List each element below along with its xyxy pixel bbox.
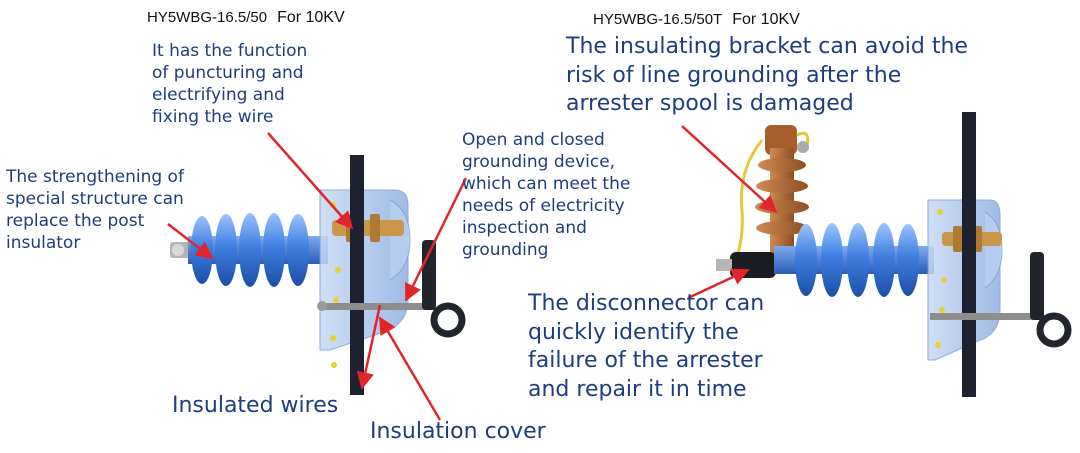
left-model-label: HY5WBG-16.5/50 xyxy=(147,9,268,26)
right-bracket-top xyxy=(765,125,797,155)
left-grounding-lever xyxy=(422,240,436,310)
annotation-insulating-bracket: The insulating bracket can avoid the ris… xyxy=(566,34,968,117)
annotation-insulation-cover: Insulation cover xyxy=(370,419,546,444)
arrow-strengthening xyxy=(167,223,214,260)
left-model-title: HY5WBG-16.5/50 For 10KV xyxy=(147,9,345,27)
left-insulated-wire xyxy=(350,155,364,395)
right-insulated-wire xyxy=(962,112,976,397)
arrow-grounding xyxy=(404,177,468,302)
left-grounding-ring xyxy=(430,302,466,338)
left-wire-clamp xyxy=(332,220,404,236)
right-grounding-rod xyxy=(930,313,1038,320)
left-arrester xyxy=(170,155,466,395)
annotation-disconnector: The disconnector can quickly identify th… xyxy=(528,291,765,402)
left-grounding-rod xyxy=(320,303,435,310)
annotation-insulated-wires: Insulated wires xyxy=(172,393,339,418)
right-insulator-sheds xyxy=(795,223,919,297)
right-model-title: HY5WBG-16.5/50T For 10KV xyxy=(593,11,800,29)
left-voltage-label: For 10KV xyxy=(277,9,345,26)
right-arrester xyxy=(716,112,1072,397)
arrow-insulation-cover xyxy=(378,316,442,421)
left-insulator-sheds xyxy=(191,213,309,287)
right-grounding-ring xyxy=(1036,312,1072,348)
annotation-strengthening: The strengthening of special structure c… xyxy=(6,167,184,254)
pointer-arrows xyxy=(167,125,778,421)
right-voltage-label: For 10KV xyxy=(732,11,800,28)
right-model-label: HY5WBG-16.5/50T xyxy=(593,11,723,28)
arrow-bracket xyxy=(681,125,778,214)
right-grounding-lever xyxy=(1030,252,1044,320)
arrow-puncture xyxy=(267,132,354,230)
arrow-insulated-wires xyxy=(356,304,382,390)
annotation-puncture: It has the function of puncturing and el… xyxy=(152,41,308,128)
annotation-grounding: Open and closed grounding device, which … xyxy=(462,130,631,261)
arrow-disconnector xyxy=(687,268,750,300)
